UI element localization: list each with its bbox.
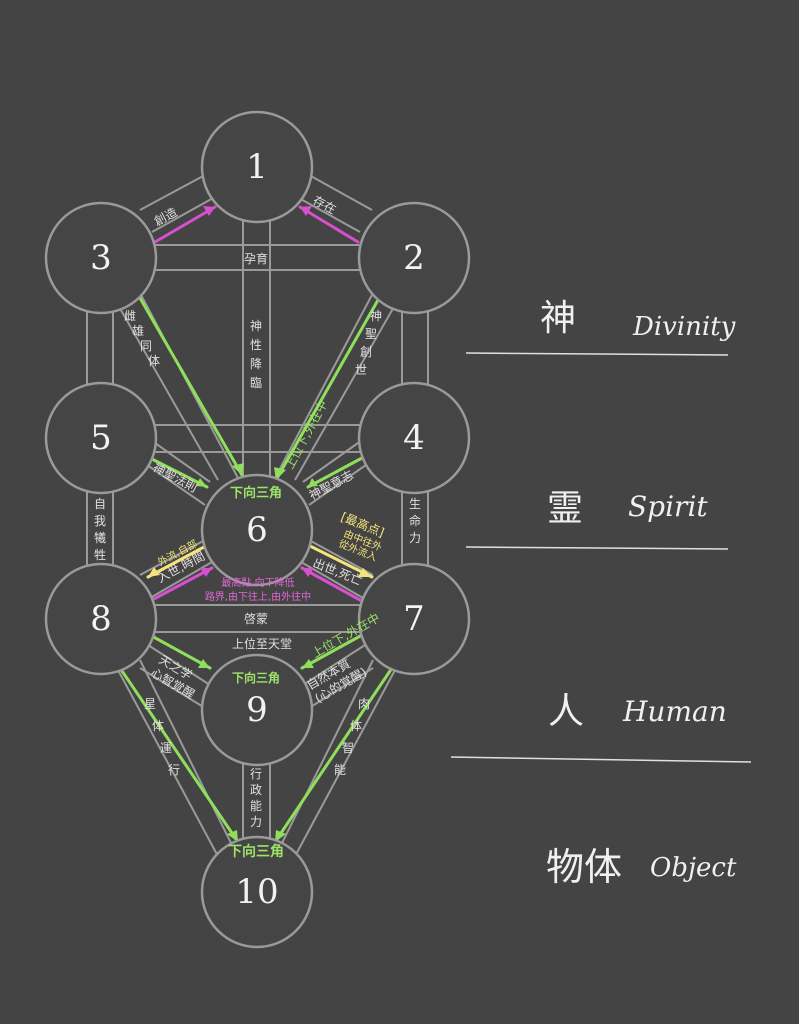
arrow-7-to-6-mag [300,566,362,602]
node-9: 9 [200,653,314,767]
path-label-5-8: 自我犧牲 [94,497,106,562]
path-label-1-6: 神性降臨 [250,319,262,390]
node-3: 3 [44,201,158,315]
path-label-2-4: 神聖創世 [355,309,382,377]
legend-human-line [450,756,752,763]
node-number-7: 7 [403,599,425,639]
path-label-8-7: 啓蒙 [244,611,268,626]
node-circle-9 [200,653,314,767]
arrow-3-to-6 [138,296,244,477]
path-label-7-10: 肉体智能 [334,697,370,777]
node-number-1: 1 [246,147,268,187]
arrow-8-to-10 [118,666,240,844]
node-8: 8 [44,562,158,676]
legend-divinity-en: Divinity [632,312,736,342]
node-number-8: 8 [90,599,112,639]
node-number-10: 10 [235,872,278,912]
legend: 神 Divinity 霊 Spirit 人 Human 物体 Object [450,298,752,889]
legend-spirit-en: Spirit [628,490,708,523]
path-label-3-6: 雌雄同体 [124,308,160,368]
node-number-3: 3 [90,238,112,278]
arrow-2-to-6 [274,298,380,482]
label-mag-b: 路界,由下往上,由外往中 [205,590,311,603]
path-label-9-10: 行政能力 [250,767,262,829]
node-2: 2 [357,201,471,315]
node-circle-4 [357,381,471,495]
arrowheads [148,206,372,842]
node-number-5: 5 [90,418,112,458]
node-circle-6 [200,473,314,587]
node-circle-10 [200,835,314,949]
path-label-9-top: 上位至天堂 [232,636,292,651]
legend-human-jp: 人 [548,691,584,732]
node-circle-8 [44,562,158,676]
path-label-3-2: 孕育 [244,251,268,266]
node-number-2: 2 [403,238,425,278]
arrow-7-to-10 [273,666,394,844]
node-7: 7 [357,562,471,676]
label-mag-a: 最高點,向下降低 [221,576,294,589]
path-channels [86,174,429,861]
legend-spirit-jp: 霊 [547,488,583,529]
node-circle-5 [44,381,158,495]
label-nine-top: 下向三角 [232,670,280,685]
node-circle-2 [357,201,471,315]
sephiroth-nodes: 1 2 3 4 5 6 7 8 9 10 [44,110,471,949]
label-ten-top: 下向三角 [228,843,284,860]
arrow-5-to-6 [148,456,209,489]
legend-spirit-line [465,546,729,550]
path-label-8-10: 星体運行 [144,697,180,777]
legend-divinity-line [465,352,729,356]
node-number-4: 4 [403,418,425,458]
path-label-4-7: 生命力 [409,497,421,545]
label-six-top: 下向三角 [230,485,282,501]
node-6: 6 [200,473,314,587]
node-4: 4 [357,381,471,495]
path-label-5-6: 神聖法則 [151,460,200,495]
node-circle-1 [200,110,314,224]
arrow-3-to-1 [153,205,217,244]
node-number-9: 9 [246,690,268,730]
arrow-2-to-1 [298,205,360,244]
node-5: 5 [44,381,158,495]
arrow-4-to-6 [306,456,364,489]
arrow-8-to-9 [148,633,212,670]
legend-object-en: Object [650,853,737,883]
legend-human-en: Human [622,695,727,728]
node-number-6: 6 [246,510,268,550]
node-circle-7 [357,562,471,676]
legend-object-jp: 物体 [546,845,622,889]
node-1: 1 [200,110,314,224]
arrows [118,205,394,844]
node-10: 10 [200,835,314,949]
legend-divinity-jp: 神 [540,298,576,339]
arrow-8-to-6-mag [150,566,214,602]
node-circle-3 [44,201,158,315]
arrow-7-to-9 [300,633,364,670]
